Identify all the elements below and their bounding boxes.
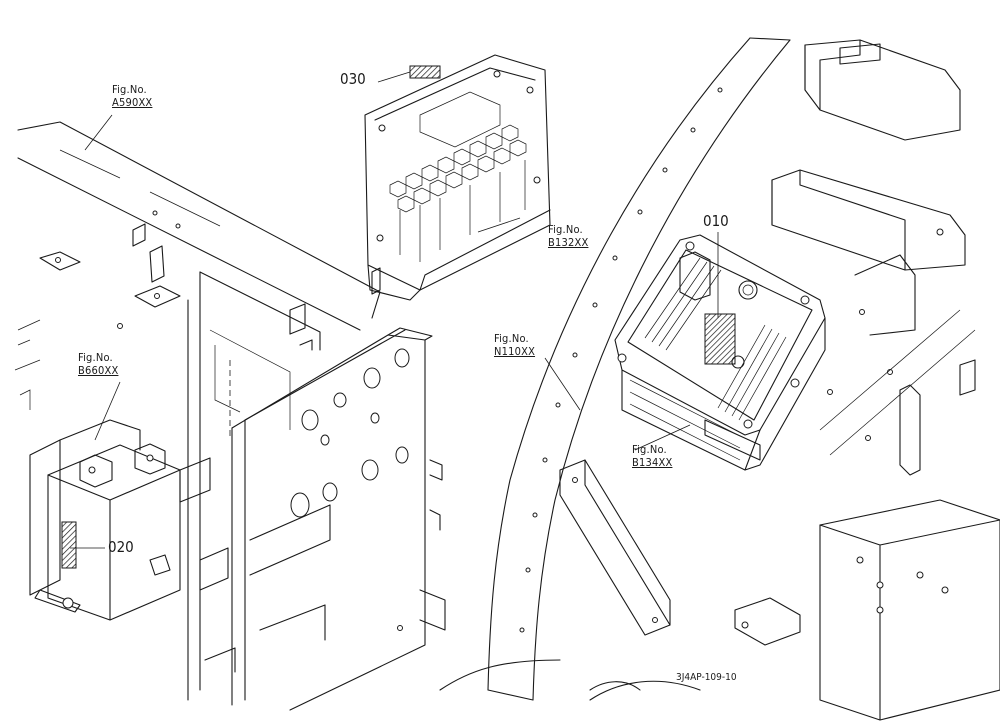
left-module	[14, 359, 181, 621]
fig-callout-a590[interactable]: Fig.No. A590XX	[112, 84, 152, 108]
fig-prefix: Fig.No.	[632, 443, 667, 456]
part-number-020[interactable]: 020	[108, 538, 134, 556]
curved-panel	[439, 37, 791, 701]
fig-code: B660XX	[78, 364, 119, 377]
fig-code: B134XX	[632, 456, 673, 469]
leader-lines	[70, 71, 719, 549]
fig-callout-b132[interactable]: Fig.No. B132XX	[548, 224, 588, 248]
top-module	[364, 54, 551, 301]
fig-callout-b134[interactable]: Fig.No. B134XX	[632, 444, 672, 468]
fig-prefix: Fig.No.	[78, 351, 113, 364]
drawing-code: 3J4AP-109-10	[676, 672, 737, 683]
center-bracket	[179, 271, 446, 711]
part-number-030[interactable]: 030	[340, 70, 366, 88]
fig-code: N110XX	[494, 345, 536, 358]
part-number-010[interactable]: 010	[703, 212, 729, 230]
fig-prefix: Fig.No.	[112, 83, 147, 96]
fig-code: B132XX	[548, 236, 589, 249]
controller-unit	[614, 234, 833, 471]
fig-callout-b660[interactable]: Fig.No. B660XX	[78, 352, 118, 376]
fig-prefix: Fig.No.	[494, 332, 529, 345]
fig-callout-n110[interactable]: Fig.No. N110XX	[494, 333, 535, 357]
fig-prefix: Fig.No.	[548, 223, 583, 236]
fig-code: A590XX	[112, 96, 153, 109]
right-brackets	[559, 39, 1000, 721]
left-frame	[17, 121, 381, 346]
